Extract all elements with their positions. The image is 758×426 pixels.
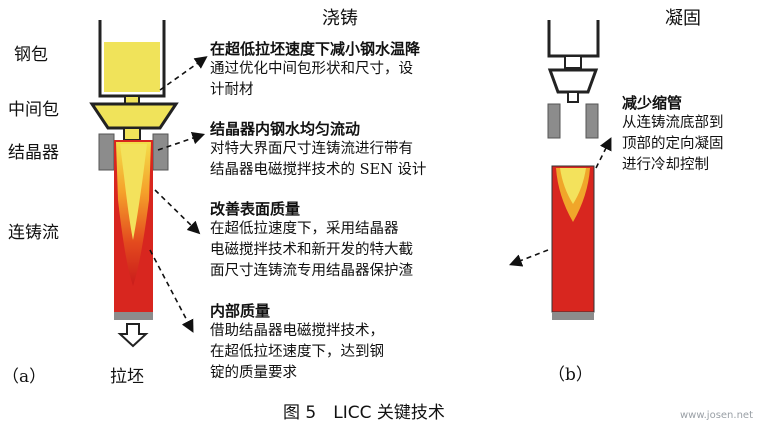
withdrawal-arrow-icon [117,323,149,348]
shrink-line-2: 顶部的定向凝固 [622,136,724,152]
mold-block-left-b [547,103,561,139]
ladle-b [547,20,600,69]
annotation-2-line-1: 对特大界面尺寸连铸流进行带有 [210,141,413,157]
strand-b [551,165,595,320]
mold-label: 结晶器 [8,143,59,163]
figure-caption: 图 5 LICC 关键技术 [283,403,445,423]
callout-arrow-3 [154,189,201,235]
callout-arrow-b-left [509,249,549,267]
casting-header: 浇铸 [322,8,358,29]
annotation-4-line-3: 锭的质量要求 [210,365,297,381]
annotation-4-line-2: 在超低拉坯速度下，达到钢 [210,344,384,360]
annotation-flow: 结晶器内钢水均匀流动 对特大界面尺寸连铸流进行带有 结晶器电磁搅拌技术的 SEN… [210,118,426,181]
shrink-title: 减少缩管 [622,94,683,112]
shrink-line-3: 进行冷却控制 [622,157,709,173]
annotation-1-line-2: 计耐材 [210,82,254,98]
annotation-3-line-2: 电磁搅拌技术和新开发的特大截 [210,242,413,258]
mold-block-left [98,133,115,171]
ladle [98,20,166,111]
annotation-temperature: 在超低拉坯速度下减小钢水温降 通过优化中间包形状和尺寸，设 计耐材 [210,38,420,101]
nozzle-b [567,91,579,103]
annotation-1-line-1: 通过优化中间包形状和尺寸，设 [210,61,413,77]
callout-arrow-1 [159,56,208,91]
annotation-internal: 内部质量 借助结晶器电磁搅拌技术， 在超低拉坯速度下，达到钢 锭的质量要求 [210,300,384,384]
mold-block-right [152,133,169,171]
annotation-2-title: 结晶器内钢水均匀流动 [210,120,361,138]
panel-a-label: （a） [2,367,47,387]
strand [114,140,153,320]
annotation-4-line-1: 借助结晶器电磁搅拌技术， [210,323,384,339]
shrink-line-1: 从连铸流底部到 [622,115,724,131]
callout-arrow-2 [157,132,206,151]
callout-arrow-4 [149,249,194,333]
annotation-4-title: 内部质量 [210,302,271,320]
tundish [89,102,179,141]
annotation-surface: 改善表面质量 在超低拉速度下，采用结晶器 电磁搅拌技术和新开发的特大截 面尺寸连… [210,198,413,282]
annotation-1-title: 在超低拉坯速度下减小钢水温降 [210,40,421,58]
ladle-label: 钢包 [14,45,48,65]
mold-block-right-b [585,103,599,139]
annotation-2-line-2: 结晶器电磁搅拌技术的 SEN 设计 [210,162,427,178]
annotation-3-line-1: 在超低拉速度下，采用结晶器 [210,221,399,237]
tundish-b [547,68,599,94]
annotation-3-line-3: 面尺寸连铸流专用结晶器保护渣 [210,263,413,279]
annotation-shrinkage: 减少缩管 从连铸流底部到 顶部的定向凝固 进行冷却控制 [622,92,724,176]
tundish-label: 中间包 [8,100,59,120]
watermark: www.josen.net [680,410,753,421]
callout-arrow-b-up [595,137,612,169]
panel-b-label: （b） [548,365,593,385]
withdrawal-label: 拉坯 [110,367,144,387]
strand-label: 连铸流 [8,223,59,243]
solidification-header: 凝固 [665,8,701,29]
annotation-3-title: 改善表面质量 [210,200,301,218]
